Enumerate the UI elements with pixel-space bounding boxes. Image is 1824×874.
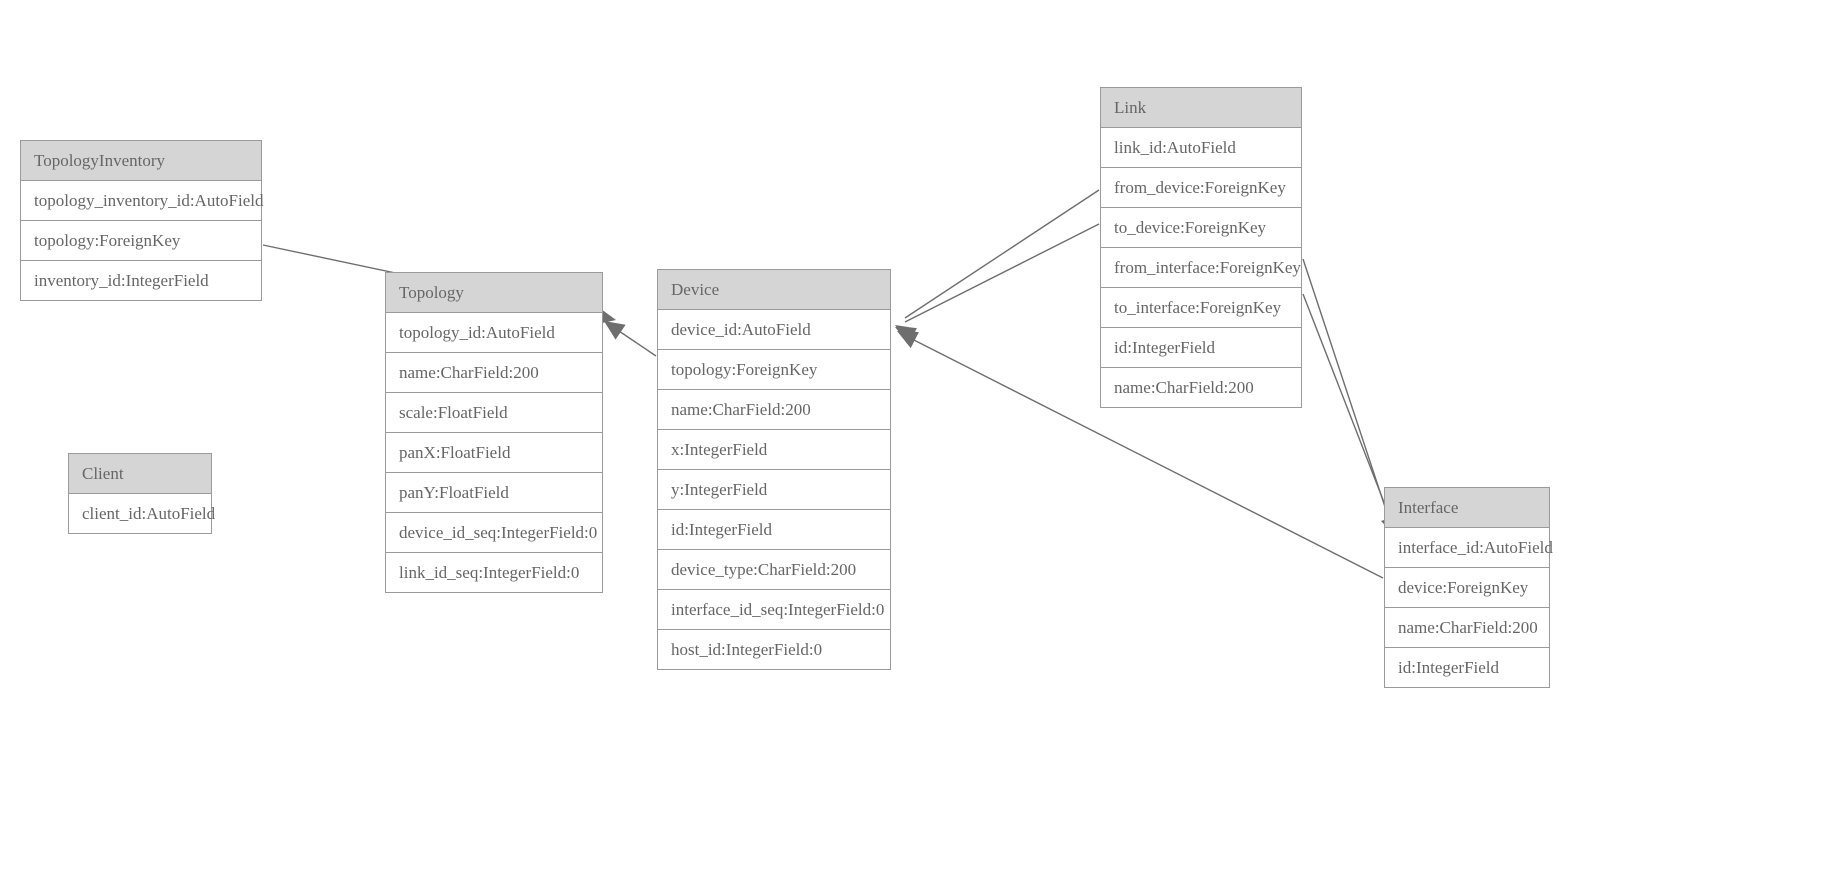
entity-title-topology: Topology bbox=[386, 273, 602, 313]
relationship-arrowhead bbox=[895, 325, 917, 344]
entity-field: id:IntegerField bbox=[658, 510, 890, 550]
entity-field: device_id_seq:IntegerField:0 bbox=[386, 513, 602, 553]
relationship-link-to_device-to-device bbox=[895, 223, 1100, 345]
entity-field: topology:ForeignKey bbox=[21, 221, 261, 261]
entity-field: name:CharField:200 bbox=[1385, 608, 1549, 648]
entity-field: name:CharField:200 bbox=[1101, 368, 1301, 407]
entity-field: x:IntegerField bbox=[658, 430, 890, 470]
relationship-arrowhead bbox=[897, 331, 919, 349]
entity-title-interface: Interface bbox=[1385, 488, 1549, 528]
entity-field: to_interface:ForeignKey bbox=[1101, 288, 1301, 328]
entity-field: from_device:ForeignKey bbox=[1101, 168, 1301, 208]
entity-field: y:IntegerField bbox=[658, 470, 890, 510]
entity-field: topology_id:AutoField bbox=[386, 313, 602, 353]
relationship-arrowhead bbox=[895, 327, 917, 345]
entity-field: name:CharField:200 bbox=[658, 390, 890, 430]
entity-field: scale:FloatField bbox=[386, 393, 602, 433]
entity-field: interface_id_seq:IntegerField:0 bbox=[658, 590, 890, 630]
entity-title-link: Link bbox=[1101, 88, 1301, 128]
relationship-device-to-topology bbox=[604, 321, 657, 357]
entity-title-client: Client bbox=[69, 454, 211, 494]
relationship-line bbox=[1302, 258, 1393, 529]
entity-field: id:IntegerField bbox=[1101, 328, 1301, 368]
relationship-line bbox=[904, 189, 1100, 319]
relationship-line bbox=[904, 223, 1100, 323]
entity-field: to_device:ForeignKey bbox=[1101, 208, 1301, 248]
entity-field: device_type:CharField:200 bbox=[658, 550, 890, 590]
entity-field: link_id:AutoField bbox=[1101, 128, 1301, 168]
entity-field: link_id_seq:IntegerField:0 bbox=[386, 553, 602, 592]
entity-title-device: Device bbox=[658, 270, 890, 310]
entity-field: name:CharField:200 bbox=[386, 353, 602, 393]
entity-field: device_id:AutoField bbox=[658, 310, 890, 350]
relationship-link-from_device-to-device bbox=[895, 189, 1100, 344]
entity-field: client_id:AutoField bbox=[69, 494, 215, 533]
entity-field: device:ForeignKey bbox=[1385, 568, 1549, 608]
relationship-line bbox=[1302, 293, 1395, 529]
entity-field: topology_inventory_id:AutoField bbox=[21, 181, 264, 221]
relationship-line bbox=[612, 326, 657, 357]
entity-field: panX:FloatField bbox=[386, 433, 602, 473]
entity-field: topology:ForeignKey bbox=[658, 350, 890, 390]
entity-field: inventory_id:IntegerField bbox=[21, 261, 261, 300]
entity-field: interface_id:AutoField bbox=[1385, 528, 1553, 568]
entity-title-topology_inventory: TopologyInventory bbox=[21, 141, 261, 181]
entity-field: from_interface:ForeignKey bbox=[1101, 248, 1301, 288]
entity-field: host_id:IntegerField:0 bbox=[658, 630, 890, 669]
entity-field: id:IntegerField bbox=[1385, 648, 1549, 687]
entity-field: panY:FloatField bbox=[386, 473, 602, 513]
